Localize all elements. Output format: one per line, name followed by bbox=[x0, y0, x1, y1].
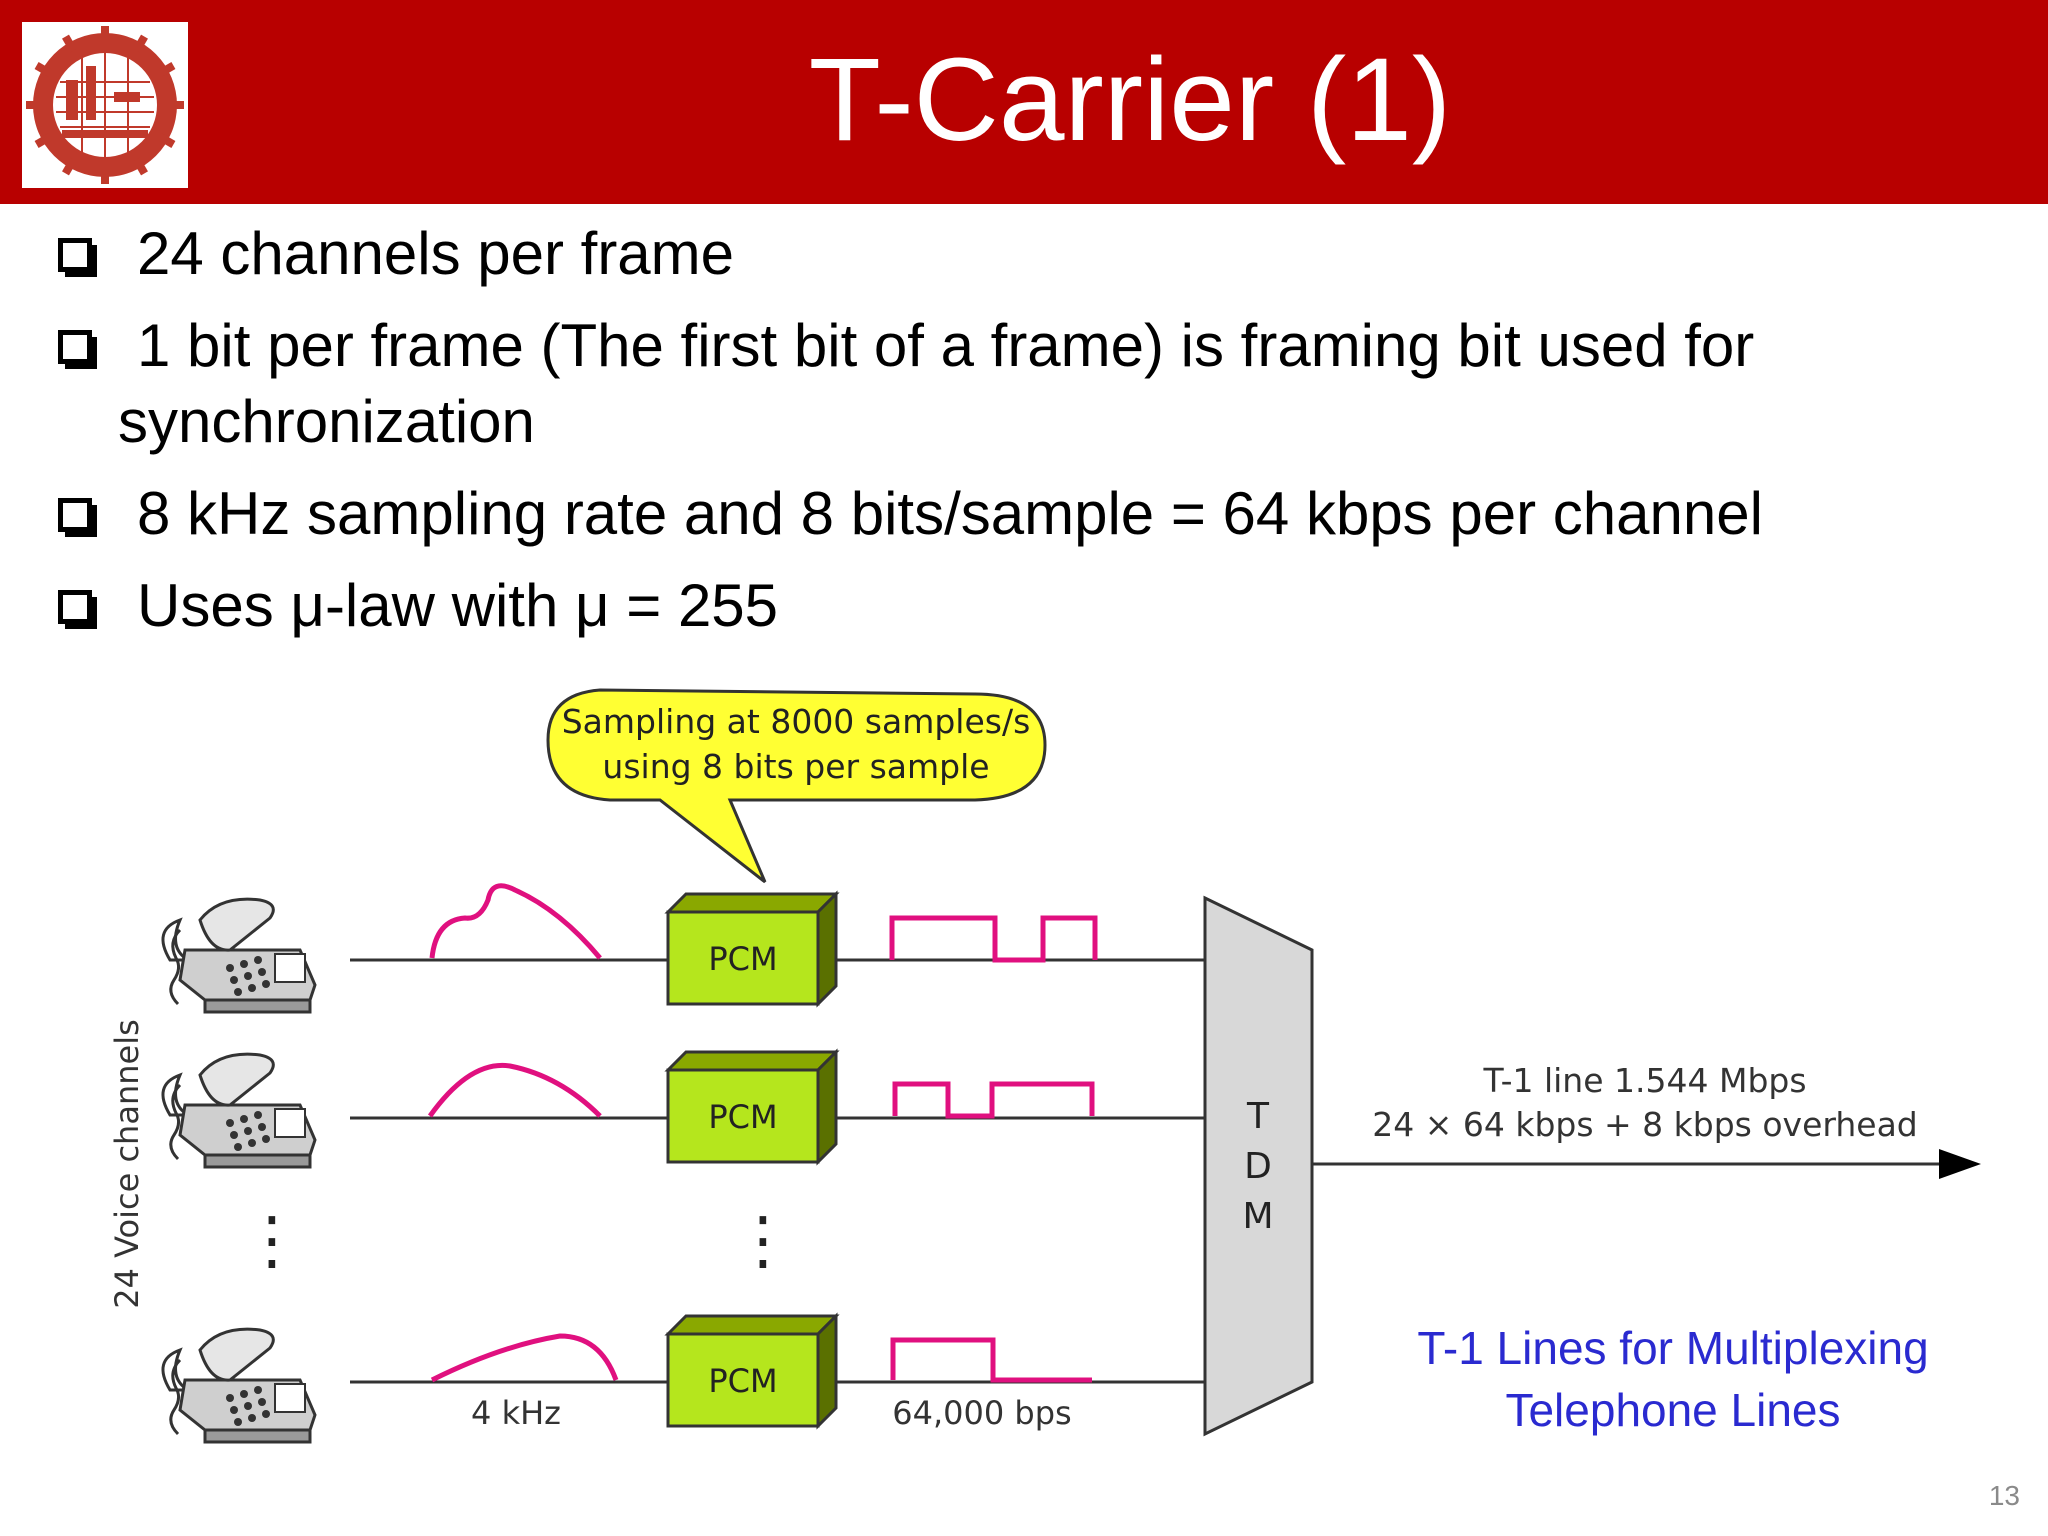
bullet-list: 24 channels per frame 1 bit per frame (T… bbox=[0, 0, 2048, 660]
digital-rate-label: 64,000 bps bbox=[892, 1394, 1071, 1432]
analog-signal-wave bbox=[429, 883, 602, 960]
telephone-icon bbox=[161, 1052, 317, 1169]
callout-line-1: Sampling at 8000 samples/s bbox=[562, 702, 1031, 741]
voice-channels-label: 24 Voice channels bbox=[108, 1019, 146, 1309]
bullet-text: 1 bit per frame (The first bit of a fram… bbox=[137, 312, 1755, 379]
title-bar: T-Carrier (1) bbox=[0, 0, 2048, 204]
ellipsis-dots: ⋮ bbox=[240, 1204, 304, 1278]
pcm-label: PCM bbox=[708, 1098, 777, 1136]
digital-signal-wave bbox=[892, 1081, 1095, 1119]
tdm-letter: T bbox=[1246, 1096, 1270, 1137]
slide-title: T-Carrier (1) bbox=[808, 34, 1452, 166]
callout-line-2: using 8 bits per sample bbox=[602, 747, 989, 786]
bullet-text: 24 channels per frame bbox=[137, 220, 735, 287]
bullet-item: 1 bit per frame (The first bit of a fram… bbox=[58, 308, 1958, 460]
pcm-label: PCM bbox=[708, 1362, 777, 1400]
sampling-callout: Sampling at 8000 samples/s using 8 bits … bbox=[546, 688, 1047, 884]
analog-signal-wave bbox=[427, 1062, 602, 1118]
telephone-icon bbox=[161, 897, 317, 1014]
checkbox-bullet-icon bbox=[58, 330, 92, 364]
pcm-label: PCM bbox=[708, 940, 777, 978]
pcm-box: PCM bbox=[664, 1048, 840, 1166]
checkbox-bullet-icon bbox=[58, 238, 92, 272]
bullet-item: 24 channels per frame bbox=[58, 216, 1958, 292]
digital-signal-wave bbox=[890, 1337, 1092, 1383]
bullet-text: 8 kHz sampling rate and 8 bits/sample = … bbox=[137, 480, 1763, 547]
analog-signal-wave bbox=[430, 1333, 619, 1383]
t1-multiplexing-diagram: PCM PCM PCM T D M Sampling at 8000 sampl… bbox=[108, 688, 1981, 1444]
bullet-item: Uses μ-law with μ = 255 bbox=[58, 568, 1958, 644]
telephone-icon bbox=[161, 1327, 317, 1444]
bullet-text: Uses μ-law with μ = 255 bbox=[137, 572, 779, 639]
analog-bandwidth-label: 4 kHz bbox=[471, 1394, 561, 1432]
digital-signal-wave bbox=[889, 915, 1098, 963]
pcm-box: PCM bbox=[664, 1312, 840, 1430]
checkbox-bullet-icon bbox=[58, 498, 92, 532]
tdm-letter: D bbox=[1244, 1146, 1272, 1187]
pcm-box: PCM bbox=[664, 890, 840, 1008]
t1-overhead-label: 24 × 64 kbps + 8 kbps overhead bbox=[1372, 1105, 1918, 1144]
bullet-item: 8 kHz sampling rate and 8 bits/sample = … bbox=[58, 476, 1958, 552]
t1-rate-label: T-1 line 1.544 Mbps bbox=[1482, 1061, 1806, 1100]
diagram-caption-line-2: Telephone Lines bbox=[1505, 1384, 1840, 1436]
bullet-text-continued: synchronization bbox=[118, 388, 535, 455]
ellipsis-dots: ⋮ bbox=[731, 1204, 795, 1278]
tdm-letter: M bbox=[1242, 1196, 1273, 1237]
slide-number: 13 bbox=[1988, 1480, 2020, 1511]
university-logo bbox=[22, 22, 188, 188]
tdm-multiplexer: T D M bbox=[1203, 895, 1314, 1437]
diagram-caption-line-1: T-1 Lines for Multiplexing bbox=[1417, 1322, 1928, 1374]
checkbox-bullet-icon bbox=[58, 590, 92, 624]
